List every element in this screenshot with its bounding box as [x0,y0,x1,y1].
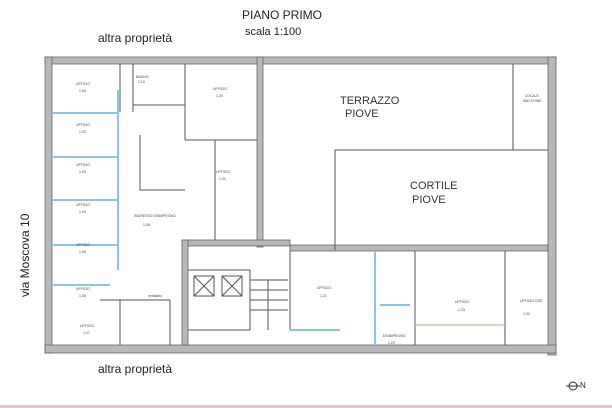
room-id: 1.05 [79,250,86,254]
courtyard-label-2: PIOVE [412,194,446,206]
room-name: UFFICIO [213,87,227,91]
room-name: UFFICIO [76,163,90,167]
outer-walls [44,56,557,356]
plan-scale: scala 1:100 [245,26,302,38]
room-id: 1.07 [83,331,90,335]
glass-partitions [52,90,410,345]
interior-walls [100,64,548,345]
room-name: UFFICIO [455,300,469,304]
room-name: UFFICIO [76,82,90,86]
bottom-edge [0,405,612,408]
room-id: 1.03 [79,170,86,174]
room-labels: UFFICIO 1.00 UFFICIO 1.02 UFFICIO 1.03 U… [76,75,543,345]
room-id: 1.00 [79,89,86,93]
room-id: 1.06 [79,294,86,298]
room-name: UFFICIO [317,286,331,290]
north-arrow-icon: N [566,381,586,391]
room-id: 1.02 [79,130,86,134]
room-id: 1.23 [458,308,465,312]
room-id: 1.20 [216,94,223,98]
room-name: DISIMPEGNO [383,334,406,338]
room-name: BAGNO [136,75,149,79]
room-name: UFFICIO CED [520,299,543,303]
room-name: UFFICIO [76,203,90,207]
north-label: N [580,381,586,390]
closet-label: ventilabo [148,294,162,298]
courtyard-label-1: CORTILE [410,180,457,192]
room-id: 1.01 [219,177,226,181]
terrace-label-1: TERRAZZO [340,95,400,107]
room-id: 1.10 [138,80,145,84]
top-neighbor-label: altra proprietà [98,31,173,45]
room-id: 1.08 [143,223,150,227]
room-name: UFFICIO [76,243,90,247]
room-id: 1.22 [388,341,395,345]
plan-title: PIANO PRIMO [242,8,323,22]
terrace-label-2: PIOVE [345,108,379,120]
room-id: 1.24 [523,312,530,316]
room-name: UFFICIO [76,123,90,127]
room-name: INGRESSO DISIMPEGNO [134,214,176,218]
bottom-neighbor-label: altra proprietà [98,362,173,376]
machine-room-label-1: LOCALE [525,94,539,98]
room-id: 1.04 [79,210,86,214]
machine-room-label-2: MACCHINE [523,99,542,103]
room-name: UFFICIO [76,287,90,291]
room-name: UFFICIO [216,170,230,174]
room-id: 1.21 [320,294,327,298]
room-name: UFFICIO [80,324,94,328]
